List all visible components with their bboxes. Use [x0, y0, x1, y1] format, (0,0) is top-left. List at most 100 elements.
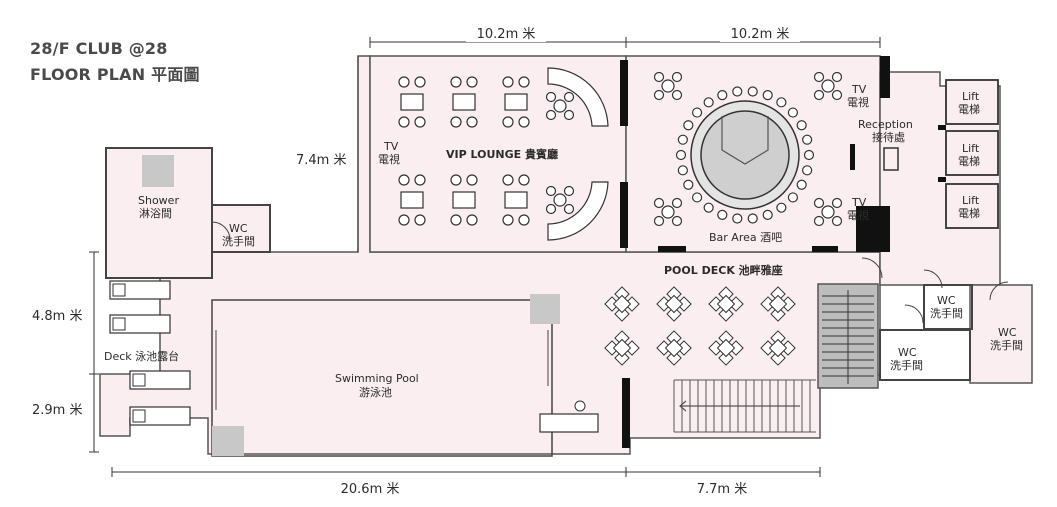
side-chair — [671, 89, 683, 101]
lift-1 — [945, 79, 999, 125]
title-line-1: 28/F CLUB @28 — [30, 39, 168, 58]
bar-stool — [703, 97, 714, 108]
grey-blocks — [142, 155, 560, 456]
bar-stool — [717, 90, 728, 101]
side-table — [821, 79, 835, 93]
side-chair — [813, 215, 825, 227]
bar-stool — [762, 209, 773, 220]
reception-label: Reception — [858, 118, 913, 131]
deck-chair — [718, 330, 734, 346]
lift-label-1: Lift — [962, 90, 980, 103]
side-chair — [831, 215, 843, 227]
side-chair — [545, 203, 557, 215]
dim-bottom-left: 20.6m 米 — [341, 482, 400, 497]
wall-deck-stairs — [622, 378, 630, 448]
pool-cn-label: 游泳池 — [359, 385, 392, 399]
right-wc-floor — [969, 284, 1033, 384]
vip-lounge-label: VIP LOUNGE 貴賓廳 — [446, 147, 558, 161]
side-chair — [813, 89, 825, 101]
wc-mid-door — [923, 269, 943, 289]
bar-stool — [796, 120, 807, 131]
lounge-chair — [450, 76, 462, 88]
dim-top-left: 10.2m 米 — [477, 27, 536, 42]
lounge-chair — [518, 116, 530, 128]
lounge-chair — [502, 214, 514, 226]
wc-cn-label-left: 洗手間 — [222, 234, 255, 248]
deck-table — [768, 294, 788, 314]
deck-chair — [676, 296, 692, 312]
deck-chair — [666, 330, 682, 346]
bar-area-label: Bar Area 酒吧 — [709, 231, 782, 244]
lounger-side-table — [574, 400, 586, 412]
wc-cn-label-right: 洗手間 — [990, 338, 1023, 352]
bar-stool — [762, 90, 773, 101]
deck-table — [612, 338, 632, 358]
lounge-chair — [466, 116, 478, 128]
wc-left-door — [211, 221, 231, 241]
pool-loungers — [109, 280, 599, 433]
lift-3 — [945, 183, 999, 229]
lounger-pillow — [132, 373, 146, 387]
lounge-chair — [466, 76, 478, 88]
title-line-2: FLOOR PLAN 平面圖 — [30, 65, 200, 84]
lounge-table — [400, 93, 424, 111]
wc-right-door — [989, 281, 1009, 301]
lift-label-3: Lift — [962, 194, 980, 207]
dim-deck-height: 4.8m 米 — [32, 309, 82, 324]
deck-table — [664, 294, 684, 314]
dim-bottom-right: 7.7m 米 — [697, 482, 747, 497]
lounge-chair — [414, 214, 426, 226]
curved-sofa-top — [547, 67, 609, 127]
dim-top-right: 10.2m 米 — [731, 27, 790, 42]
deck-chair — [770, 286, 786, 302]
shower-label: Shower — [138, 194, 179, 207]
side-table — [661, 205, 675, 219]
tv-label-bar-top: TV — [851, 83, 867, 96]
deck-chair — [718, 350, 734, 366]
bar-stool — [677, 165, 688, 176]
bar-stool — [675, 149, 687, 161]
bar-stool — [703, 202, 714, 213]
deck-chair — [728, 340, 744, 356]
deck-chair — [770, 350, 786, 366]
room-labels: VIP LOUNGE 貴賓廳 TV 電視 TV 電視 TV 電視 Bar Are… — [104, 83, 1023, 399]
reception-door — [861, 257, 883, 279]
deck-chair — [770, 306, 786, 322]
side-chair — [671, 71, 683, 83]
bar-stool — [776, 97, 787, 108]
deck-chair — [676, 340, 692, 356]
deck-table — [768, 338, 788, 358]
sun-lounger — [539, 413, 599, 433]
wall-bar-right-bottom — [856, 206, 890, 252]
side-chair — [671, 197, 683, 209]
side-chair — [545, 91, 557, 103]
wc-cn-label-lower: 洗手間 — [890, 358, 923, 372]
lounge-table — [452, 191, 476, 209]
lounger-pillow — [112, 317, 126, 331]
lounger-pillow — [132, 409, 146, 423]
side-chair — [831, 71, 843, 83]
deck-chair — [656, 296, 672, 312]
deck-table — [612, 294, 632, 314]
bar-stool — [683, 120, 694, 131]
bar-stool — [796, 179, 807, 190]
side-chair — [545, 109, 557, 121]
pool-label: Swimming Pool — [335, 372, 419, 385]
lounge-chair — [450, 116, 462, 128]
deck-chair — [614, 350, 630, 366]
vip-lounge-furniture — [398, 71, 843, 227]
side-chair — [563, 109, 575, 121]
bar-stool — [787, 192, 799, 203]
deck-chair — [624, 340, 640, 356]
dim-lounge-height: 7.4m 米 — [296, 153, 346, 168]
deck-chair — [718, 286, 734, 302]
side-chair — [653, 215, 665, 227]
lift-label-2: Lift — [962, 142, 980, 155]
bar-stools — [675, 86, 815, 224]
floor-plan-title: 28/F CLUB @28 FLOOR PLAN 平面圖 — [30, 36, 200, 88]
wall-bar-base-b — [812, 246, 838, 252]
pool-block-top-right — [530, 294, 560, 324]
lounge-chair — [518, 214, 530, 226]
deck-chair — [760, 340, 776, 356]
lounge-chair — [398, 76, 410, 88]
